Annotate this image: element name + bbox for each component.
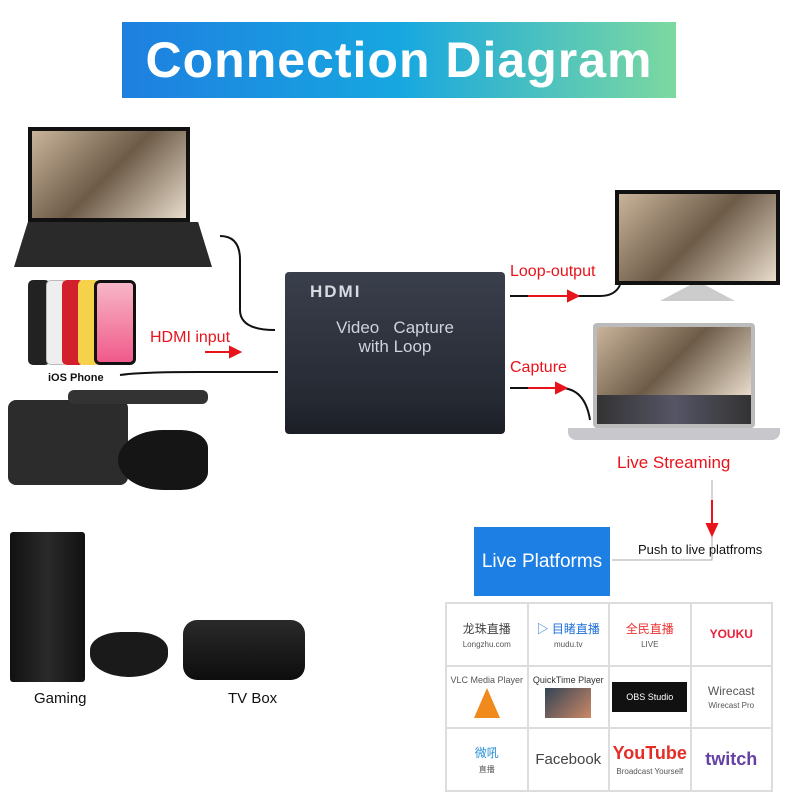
video-camera: [8, 390, 208, 510]
platform-name: ▷ 目睹直播: [536, 621, 600, 636]
arrow-head: [229, 345, 243, 359]
platform-name: OBS Studio: [612, 681, 688, 712]
laptop-base: [568, 428, 780, 440]
platform-name: twitch: [705, 749, 758, 770]
platform-name: 全民直播: [625, 621, 674, 636]
platform-cell: OBS Studio: [609, 665, 691, 729]
platform-cell: ▷ 目睹直播 mudu.tv: [527, 603, 609, 666]
live-platforms-box: Live Platforms: [474, 527, 610, 596]
platform-name: Wirecast: [707, 683, 755, 698]
source-laptop: [28, 127, 190, 222]
platform-name: 龙珠直播: [462, 621, 511, 636]
vlc-cone-icon: [473, 688, 500, 719]
camera-cable: [119, 371, 278, 376]
platform-cell: QuickTime Player: [527, 665, 609, 729]
platform-name: VLC Media Player: [450, 675, 524, 686]
platform-name: 微吼: [474, 746, 499, 761]
platform-cell: Facebook: [527, 728, 609, 791]
platform-name: QuickTime Player: [532, 675, 604, 686]
platform-subtitle: Wirecast Pro: [708, 700, 755, 710]
laptop-keyboard: [14, 222, 212, 267]
hdmi-logo: HDMI: [310, 282, 362, 301]
loop-monitor: [615, 190, 780, 285]
loop-cable: [510, 284, 621, 297]
device-label-line2: with Loop: [358, 337, 432, 356]
platforms-grid: 龙珠直播 Longzhu.com ▷ 目睹直播 mudu.tv 全民直播 LIVE YOUK…: [445, 602, 773, 792]
platform-cell: 龙珠直播 Longzhu.com: [446, 603, 528, 666]
loop-output-label: Loop-output: [510, 263, 596, 280]
platform-subtitle: Longzhu.com: [462, 639, 511, 649]
ios-phone-label: iOS Phone: [48, 372, 104, 384]
hdmi-input-label: HDMI input: [150, 329, 231, 346]
push-label: Push to live platfroms: [638, 542, 763, 557]
platform-cell: YOUKU: [690, 603, 772, 666]
capture-cable: [510, 387, 591, 421]
capture-laptop: [593, 323, 755, 428]
platform-subtitle: LIVE: [641, 639, 659, 649]
platform-name: YouTube: [612, 743, 687, 764]
capture-label: Capture: [510, 359, 567, 376]
device-label-line1: Video Capture: [336, 318, 454, 337]
page-title: Connection Diagram: [122, 22, 676, 98]
laptop-cable: [219, 235, 276, 331]
platform-cell: twitch: [690, 728, 772, 791]
platform-cell: 微吼直播: [446, 728, 528, 791]
platform-subtitle: 直播: [478, 765, 495, 775]
platform-name: Facebook: [535, 751, 602, 769]
tv-box-label: TV Box: [228, 690, 278, 707]
platform-cell: 全民直播 LIVE: [609, 603, 691, 666]
platform-subtitle: Broadcast Yourself: [616, 767, 684, 777]
live-streaming-label: Live Streaming: [617, 453, 731, 472]
platform-subtitle: mudu.tv: [554, 639, 583, 649]
imac-icon: [545, 688, 592, 719]
game-controller: [90, 632, 168, 677]
platform-cell: VLC Media Player: [446, 665, 528, 729]
iphone-group: [28, 280, 136, 365]
platform-name: YOUKU: [709, 627, 753, 642]
ps4-console: [10, 532, 85, 682]
gaming-label: Gaming: [34, 690, 87, 707]
tv-box: [183, 620, 305, 680]
